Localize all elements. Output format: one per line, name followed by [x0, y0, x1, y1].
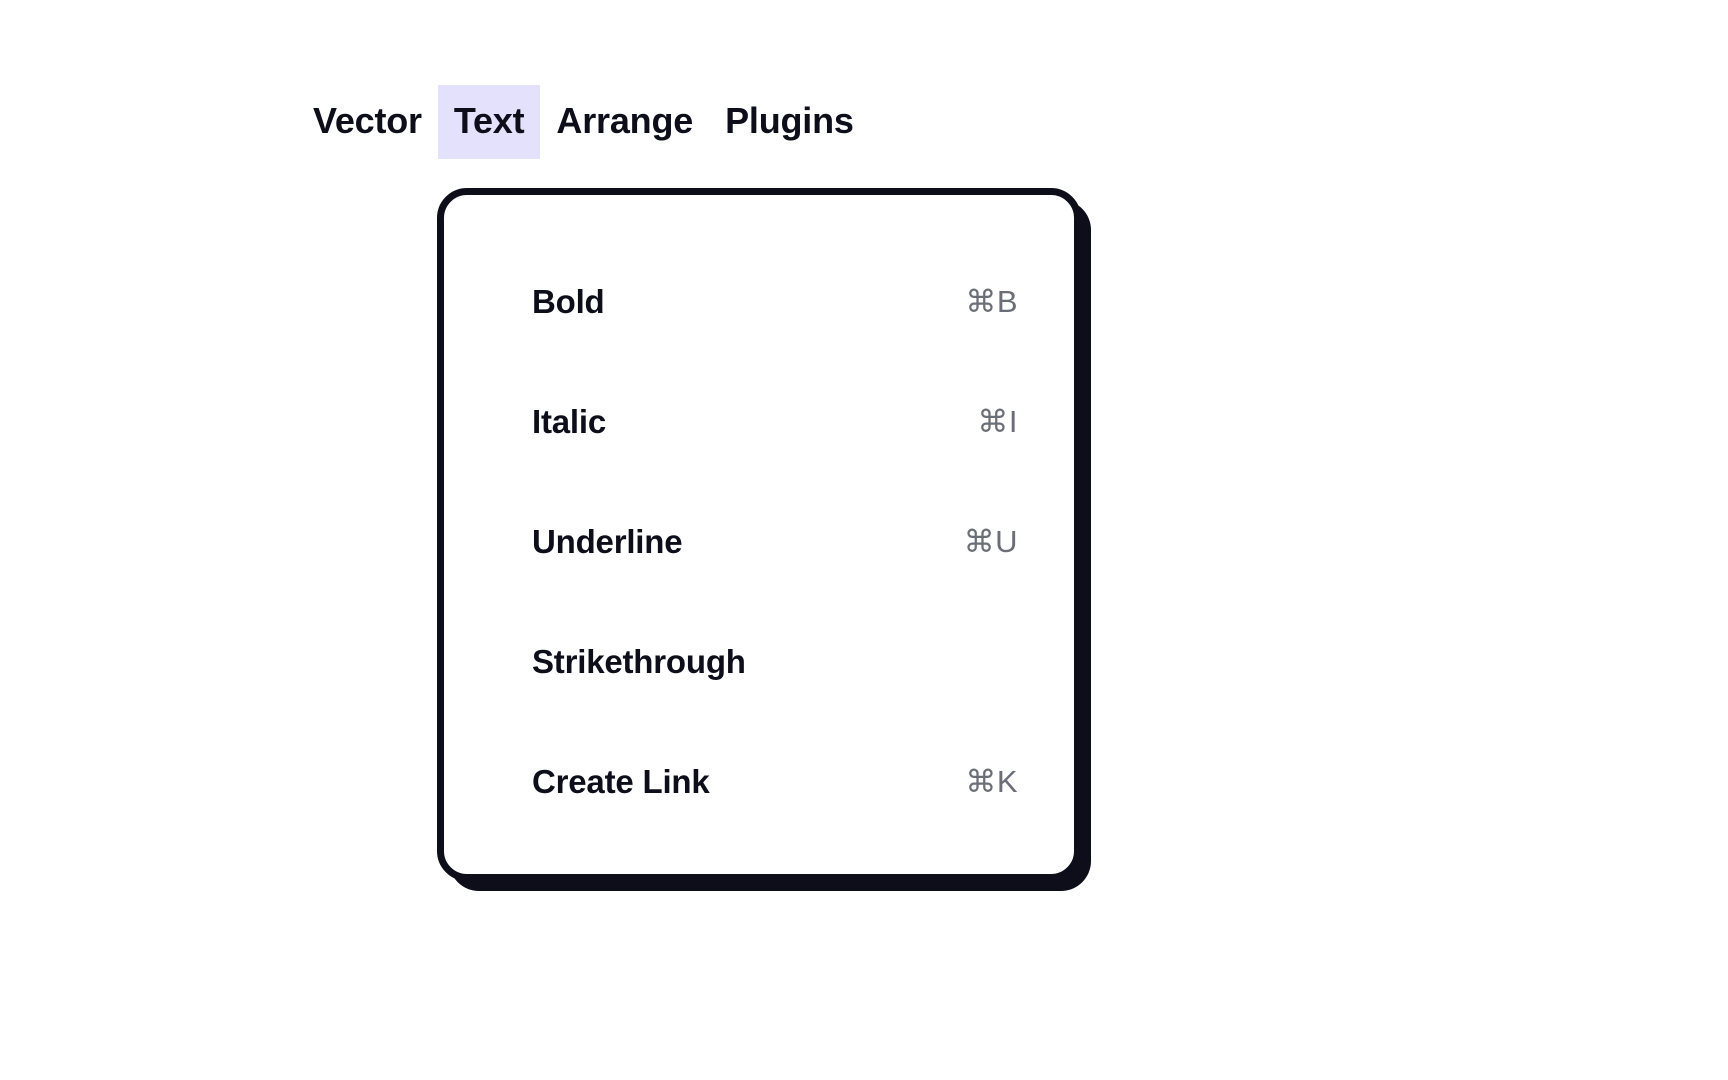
menubar-item-text[interactable]: Text	[437, 85, 541, 159]
dropdown-panel: Bold ⌘B Italic ⌘I Underline ⌘U Strikethr…	[437, 188, 1081, 881]
menu-item-create-link[interactable]: Create Link ⌘K	[444, 721, 1074, 841]
menu-item-label: Bold	[532, 282, 605, 320]
menubar-item-arrange[interactable]: Arrange	[540, 85, 709, 159]
menu-item-label: Create Link	[532, 762, 710, 800]
menu-item-underline[interactable]: Underline ⌘U	[444, 481, 1074, 601]
menu-item-shortcut: ⌘K	[965, 763, 1018, 799]
menubar-item-label: Vector	[313, 100, 422, 141]
menu-item-shortcut: ⌘I	[977, 403, 1018, 439]
menubar-item-label: Plugins	[725, 100, 854, 141]
menubar-item-vector[interactable]: Vector	[297, 85, 438, 159]
menu-item-shortcut: ⌘U	[963, 523, 1018, 559]
menu-item-label: Italic	[532, 402, 607, 440]
dropdown-item-list: Bold ⌘B Italic ⌘I Underline ⌘U Strikethr…	[444, 195, 1074, 841]
menubar-item-plugins[interactable]: Plugins	[709, 85, 870, 159]
menubar: Vector Text Arrange Plugins	[297, 85, 870, 159]
menubar-item-label: Arrange	[556, 100, 694, 141]
menubar-item-label: Text	[453, 100, 525, 141]
menu-item-italic[interactable]: Italic ⌘I	[444, 361, 1074, 481]
menu-item-shortcut: ⌘B	[965, 283, 1018, 319]
text-dropdown-menu: Bold ⌘B Italic ⌘I Underline ⌘U Strikethr…	[437, 188, 1091, 891]
menu-item-strikethrough[interactable]: Strikethrough	[444, 601, 1074, 721]
menu-item-label: Underline	[532, 522, 683, 560]
menu-item-bold[interactable]: Bold ⌘B	[444, 241, 1074, 361]
menu-item-label: Strikethrough	[532, 642, 746, 680]
